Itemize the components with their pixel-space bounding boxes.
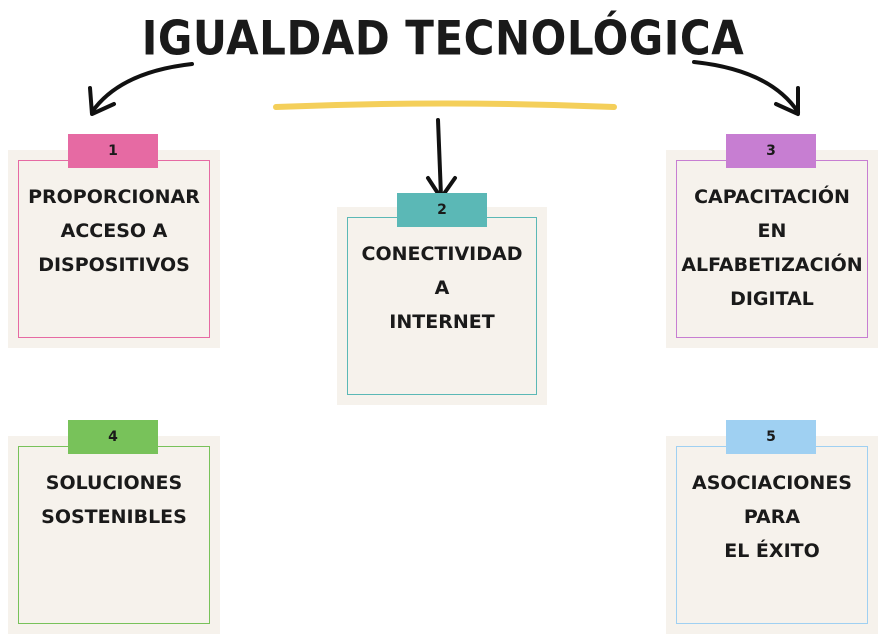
card-2: 2 CONECTIVIDAD A INTERNET [337,193,547,405]
card-3: 3 CAPACITACIÓN EN ALFABETIZACIÓN DIGITAL [666,134,878,348]
card-number-tape: 1 [68,134,158,168]
card-text: CAPACITACIÓN EN ALFABETIZACIÓN DIGITAL [681,186,863,310]
card-text: CONECTIVIDAD A INTERNET [361,243,523,333]
card-4: 4 SOLUCIONES SOSTENIBLES [8,420,220,634]
card-number-tape: 5 [726,420,816,454]
card-number-tape: 3 [726,134,816,168]
title-underline [273,100,617,110]
card-number-tape: 2 [397,193,487,227]
arrow-left-icon [90,62,194,114]
card-text: PROPORCIONAR ACCESO A DISPOSITIVOS [28,186,200,276]
diagram-title: IGUALDAD TECNOLÓGICA [141,11,745,66]
card-1: 1 PROPORCIONAR ACCESO A DISPOSITIVOS [8,134,220,348]
card-number-tape: 4 [68,420,158,454]
card-5: 5 ASOCIACIONES PARA EL ÉXITO [666,420,878,634]
card-text: SOLUCIONES SOSTENIBLES [41,472,187,528]
card-text: ASOCIACIONES PARA EL ÉXITO [692,472,852,562]
arrow-right-icon [692,60,800,114]
arrow-center-icon [436,118,443,198]
